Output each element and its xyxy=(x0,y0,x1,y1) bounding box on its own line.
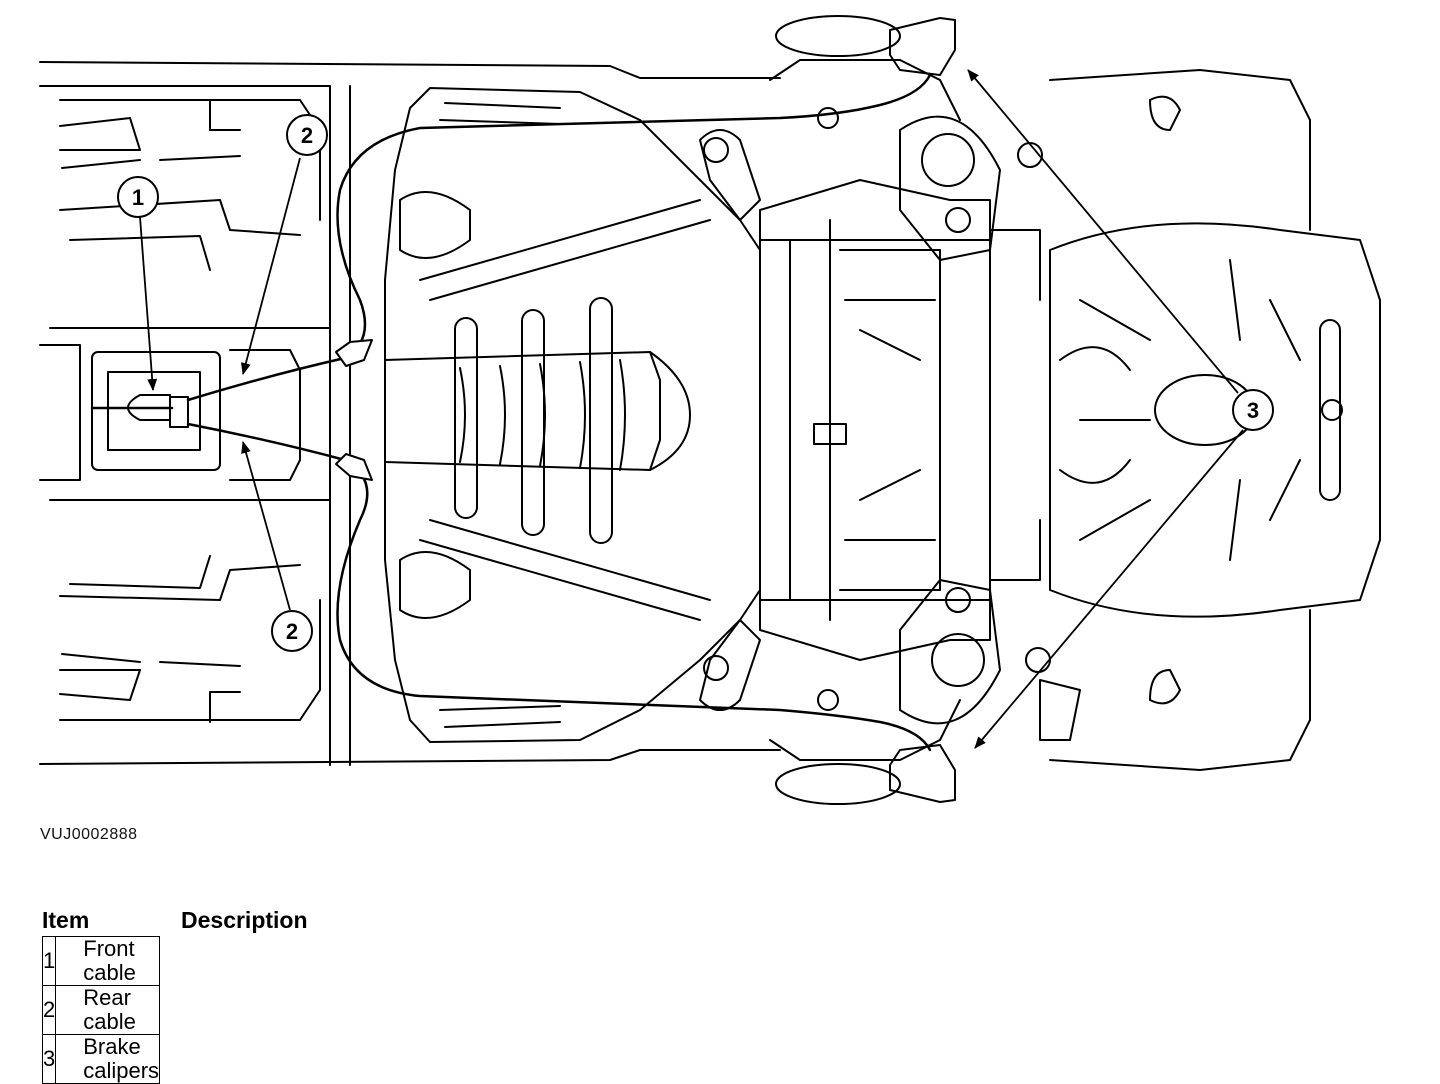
driveshaft-tunnel xyxy=(384,351,661,471)
suspension-arm-top xyxy=(899,115,1001,261)
sill-line-top xyxy=(39,61,781,79)
callout-1-label: 1 xyxy=(132,185,144,210)
legend-item-description: Front cable xyxy=(55,936,161,986)
callout-2-bottom-label: 2 xyxy=(286,619,298,644)
underbody-drawing: 1 2 2 3 xyxy=(39,15,1381,805)
legend-item-description: Brake calipers xyxy=(55,1034,161,1084)
leader-3a xyxy=(967,69,1239,394)
rear-cover xyxy=(1049,222,1381,618)
caliper-top xyxy=(889,17,956,76)
callout-2-bottom: 2 xyxy=(271,610,313,652)
legend-item-number: 2 xyxy=(41,985,57,1035)
callout-3: 3 xyxy=(1232,389,1274,431)
cable-equalizer xyxy=(169,396,189,428)
callout-2-top: 2 xyxy=(286,114,328,156)
brake-lever-housing xyxy=(91,351,221,471)
rear-cable-upper xyxy=(186,73,932,402)
suspension-arm-bottom xyxy=(899,579,1001,725)
legend-item-number: 1 xyxy=(41,936,57,986)
callout-1: 1 xyxy=(117,176,159,218)
rear-cable-lower xyxy=(186,422,932,752)
table-row: 1 Front cable xyxy=(41,936,161,986)
axle-crossmember xyxy=(759,179,991,661)
figure-reference-code: VUJ0002888 xyxy=(40,826,138,843)
legend-header-description: Description xyxy=(181,907,308,933)
legend-item-number: 3 xyxy=(41,1034,57,1084)
table-row: 2 Rear cable xyxy=(41,985,161,1035)
leader-1 xyxy=(139,216,158,391)
leader-2a xyxy=(240,157,301,375)
fuel-tank-outline xyxy=(384,87,761,743)
callout-3-label: 3 xyxy=(1247,398,1259,423)
callout-2-top-label: 2 xyxy=(301,123,313,148)
caliper-bottom xyxy=(889,744,956,803)
legend-table: 1 Front cable 2 Rear cable 3 Brake calip… xyxy=(41,936,161,1084)
table-row: 3 Brake calipers xyxy=(41,1034,161,1084)
leader-3b xyxy=(974,429,1244,749)
leader-2b xyxy=(241,441,291,611)
legend-item-description: Rear cable xyxy=(55,985,161,1035)
sill-line-bottom xyxy=(39,749,781,765)
legend-header-item: Item xyxy=(42,907,90,933)
underbody-diagram: 1 2 2 3 xyxy=(39,15,1381,805)
